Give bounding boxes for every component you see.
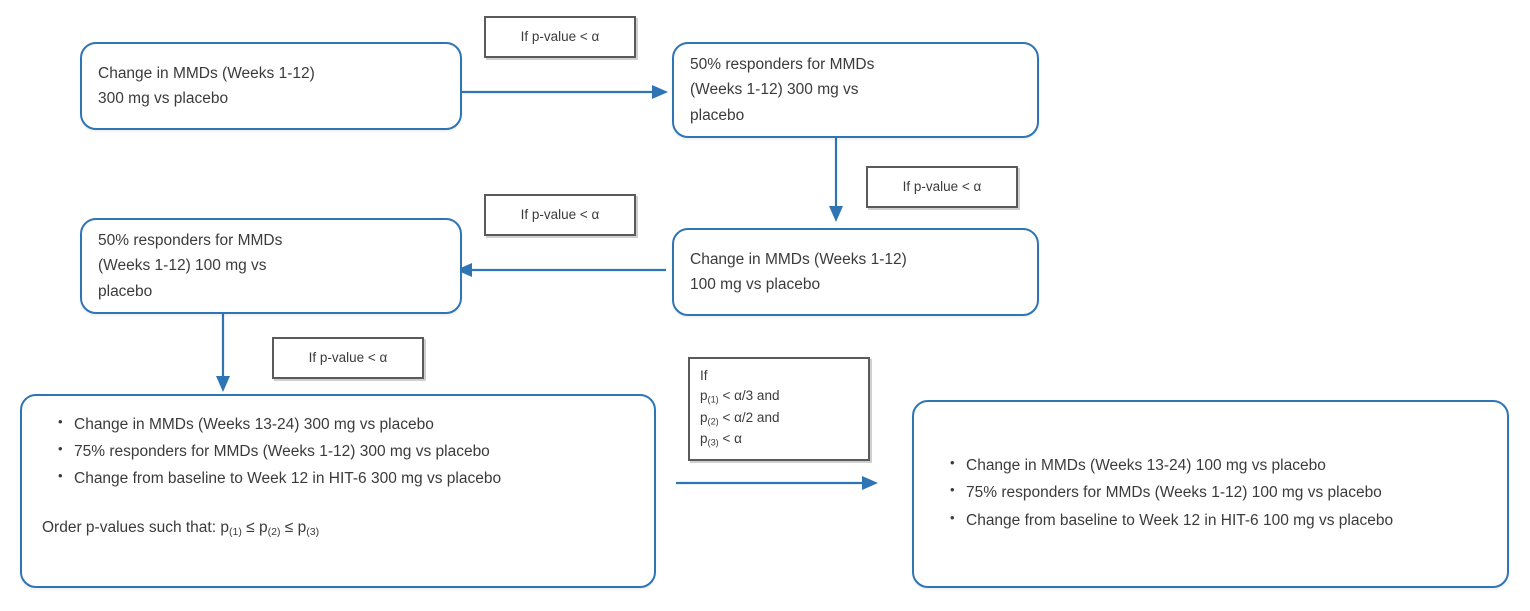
list-item: Change in MMDs (Weeks 13-24) 300 mg vs p… — [58, 411, 638, 437]
order-subscript-2: (2) — [267, 526, 281, 539]
endpoints-100mg-list: Change in MMDs (Weeks 13-24) 100 mg vs p… — [930, 452, 1491, 534]
condition-label-top: If p-value < α — [484, 16, 636, 58]
node-text-line: (Weeks 1-12) 300 mg vs — [690, 81, 859, 99]
change-in-mmds-300mg-box[interactable]: Change in MMDs (Weeks 1-12) 300 mg vs pl… — [80, 42, 462, 130]
condition-line-p3: p(3) < α — [700, 429, 858, 450]
list-item: Change from baseline to Week 12 in HIT-6… — [950, 507, 1491, 533]
list-item: Change in MMDs (Weeks 13-24) 100 mg vs p… — [950, 452, 1491, 478]
condition-label-text: If p-value < α — [520, 28, 600, 44]
node-text-line: Change in MMDs (Weeks 1-12) — [690, 250, 907, 268]
endpoints-300mg-list: Change in MMDs (Weeks 13-24) 300 mg vs p… — [38, 411, 638, 493]
node-text-line: placebo — [690, 106, 745, 124]
arrow-change300-to-responders300 — [462, 85, 668, 99]
arrow-change100-to-responders100 — [456, 263, 666, 277]
list-item: Change from baseline to Week 12 in HIT-6… — [58, 465, 638, 491]
p2-prefix: p — [700, 409, 708, 425]
node-text-line: 50% responders for MMDs — [690, 56, 875, 74]
node-text-line: 100 mg vs placebo — [690, 276, 821, 293]
p2-rest: < α/2 and — [718, 409, 780, 425]
order-prefix: Order p-values such that: p — [42, 519, 229, 537]
node-text-line: placebo — [98, 282, 153, 300]
condition-line-p2: p(2) < α/2 and — [700, 408, 858, 429]
p2-subscript: (2) — [707, 416, 719, 427]
list-item: 75% responders for MMDs (Weeks 1-12) 300… — [58, 438, 638, 464]
arrow-responders100-to-endpoints300 — [216, 312, 230, 392]
order-mid-1: ≤ p — [241, 519, 268, 537]
p3-rest: < α — [718, 430, 742, 446]
list-item: 75% responders for MMDs (Weeks 1-12) 100… — [950, 479, 1491, 505]
p1-prefix: p — [700, 388, 708, 404]
p3-prefix: p — [700, 430, 708, 446]
p1-subscript: (1) — [707, 394, 719, 405]
node-text-line: 300 mg vs placebo — [98, 90, 229, 107]
arrow-endpoints300-to-endpoints100 — [676, 476, 878, 490]
condition-line-if: If — [700, 368, 708, 383]
order-subscript-3: (3) — [306, 526, 320, 539]
condition-label-text: If p-value < α — [308, 349, 388, 365]
node-text-line: Change in MMDs (Weeks 1-12) — [98, 64, 315, 82]
node-text-line: 50% responders for MMDs — [98, 232, 283, 250]
arrow-responders300-to-change100 — [829, 136, 843, 222]
condition-label-text: If p-value < α — [520, 206, 600, 222]
condition-label-bottom-left: If p-value < α — [272, 337, 424, 379]
condition-label-text: If p-value < α — [902, 178, 982, 194]
condition-label-middle-left: If p-value < α — [484, 194, 636, 236]
order-subscript-1: (1) — [228, 526, 242, 539]
order-mid-2: ≤ p — [280, 519, 307, 537]
p3-subscript: (3) — [707, 437, 719, 448]
condition-label-ordered-p-values: If p(1) < α/3 and p(2) < α/2 and p(3) < … — [688, 357, 870, 461]
condition-line-p1: p(1) < α/3 and — [700, 386, 858, 407]
order-p-values-text: Order p-values such that: p(1) ≤ p(2) ≤ … — [38, 515, 638, 541]
change-in-mmds-100mg-box[interactable]: Change in MMDs (Weeks 1-12) 100 mg vs pl… — [672, 228, 1039, 316]
50-percent-responders-300mg-box[interactable]: 50% responders for MMDs (Weeks 1-12) 300… — [672, 42, 1039, 138]
node-text-line: (Weeks 1-12) 100 mg vs — [98, 257, 267, 275]
50-percent-responders-100mg-box[interactable]: 50% responders for MMDs (Weeks 1-12) 100… — [80, 218, 462, 314]
endpoints-100mg-box[interactable]: Change in MMDs (Weeks 13-24) 100 mg vs p… — [912, 400, 1509, 588]
p1-rest: < α/3 and — [718, 388, 780, 404]
condition-label-right: If p-value < α — [866, 166, 1018, 208]
endpoints-300mg-box[interactable]: Change in MMDs (Weeks 13-24) 300 mg vs p… — [20, 394, 656, 588]
